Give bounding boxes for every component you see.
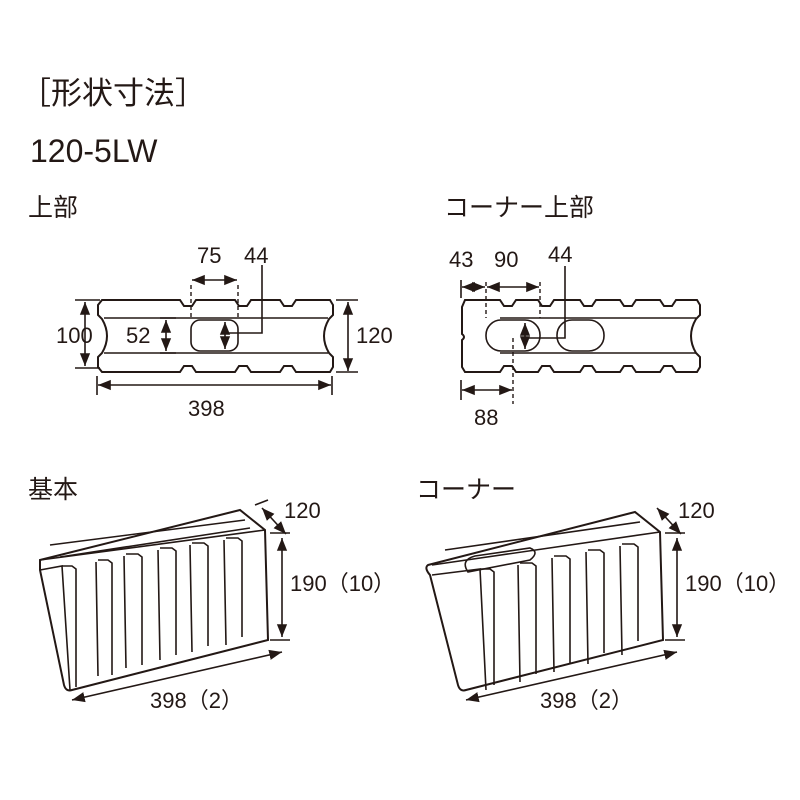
dim-hole-width: 44 — [548, 242, 572, 267]
dim-hole-pitch: 75 — [197, 243, 221, 268]
dim-height: 190（10） — [290, 571, 395, 596]
section-corner-top-label: コーナー上部 — [444, 193, 595, 222]
dim-hole-width: 44 — [244, 243, 268, 268]
dim-pitch: 90 — [494, 247, 518, 272]
dim-length: 398 — [188, 396, 225, 421]
dim-depth: 120 — [284, 498, 321, 523]
dim-length: 398（2） — [540, 688, 633, 713]
dim-depth: 120 — [678, 498, 715, 523]
dim-inner-height: 100 — [56, 323, 93, 348]
dim-length: 398（2） — [150, 688, 243, 713]
top-view-basic: 75 44 100 52 120 398 — [56, 243, 393, 421]
dim-height: 120 — [356, 323, 393, 348]
page-title: ［形状寸法］ — [20, 76, 206, 112]
section-corner-label: コーナー — [416, 475, 517, 504]
top-view-corner: 43 90 44 88 — [449, 242, 701, 430]
section-top-label: 上部 — [28, 193, 79, 222]
model-number: 120-5LW — [30, 133, 158, 169]
dim-cavity: 52 — [126, 323, 150, 348]
dim-height: 190（10） — [685, 571, 790, 596]
dim-end: 43 — [449, 247, 473, 272]
section-basic-label: 基本 — [28, 475, 79, 504]
isometric-corner-block: 120 190（10） 398（2） — [425, 498, 790, 713]
dim-offset: 88 — [474, 405, 498, 430]
isometric-basic-block: 120 190（10） 398（2） — [39, 498, 395, 713]
